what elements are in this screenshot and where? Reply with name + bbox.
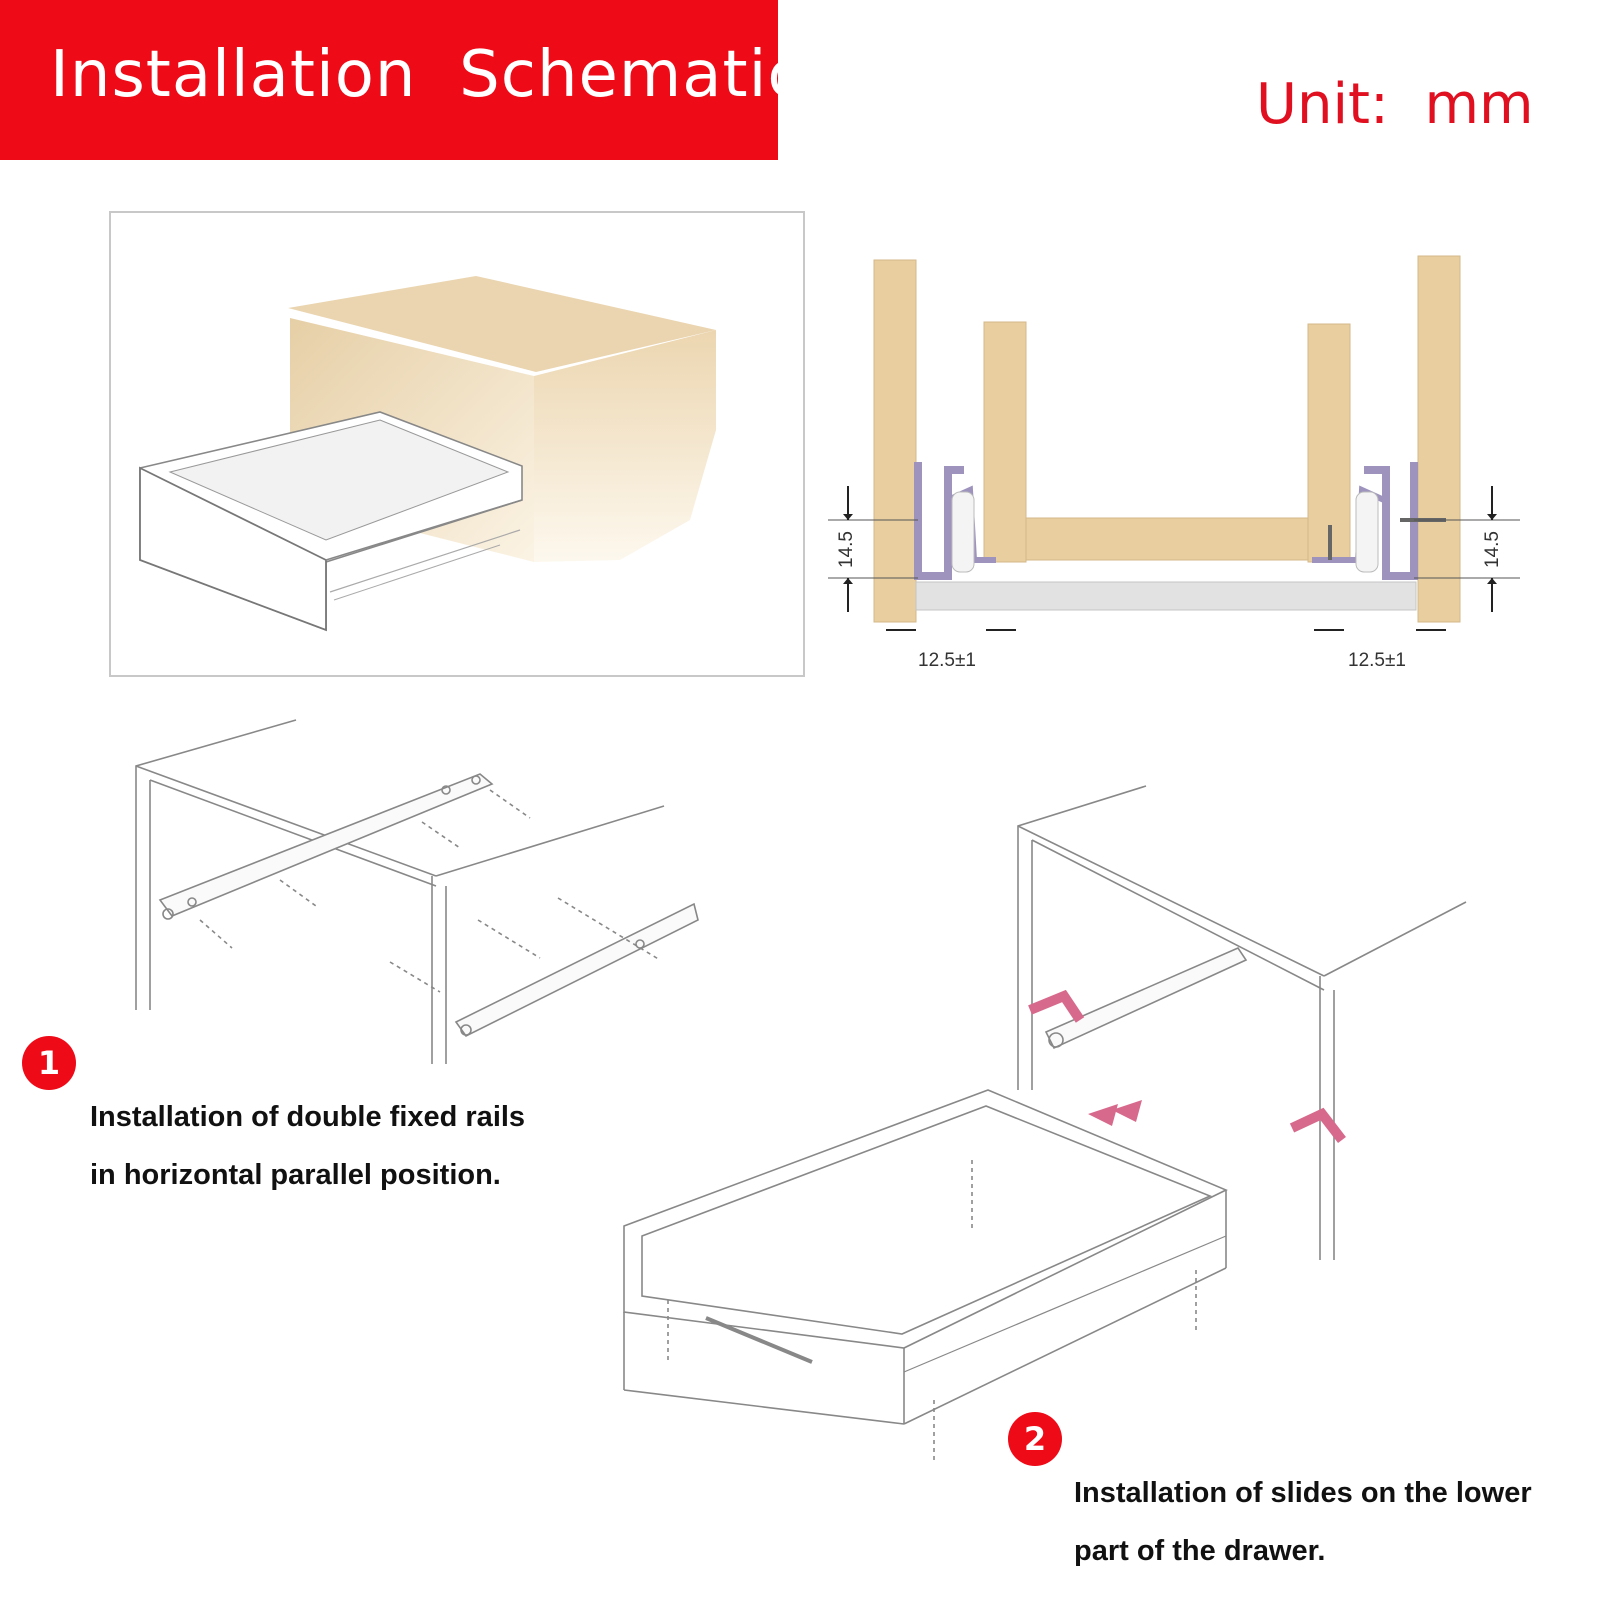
cabinet-drawer-illustration xyxy=(109,211,805,677)
step-1-line-2: in horizontal parallel position. xyxy=(90,1159,501,1191)
step-2-badge: 2 xyxy=(1008,1412,1062,1466)
unit-label: Unit: mm xyxy=(1256,72,1534,137)
step-1-badge: 1 xyxy=(22,1036,76,1090)
cabinet-rails-illustration xyxy=(135,719,699,1064)
page-title: Installation Schematic xyxy=(50,38,804,112)
dim-height-left: 14.5 xyxy=(836,531,857,568)
step-2-line-1: Installation of slides on the lower xyxy=(1074,1477,1532,1509)
header-banner: Installation Schematic xyxy=(0,0,803,160)
cross-section-diagram: 14.5 14.5 12.5±1 12.5±1 xyxy=(828,255,1520,671)
step-1-caption: Installation of double fixed rails in ho… xyxy=(90,1088,525,1204)
dim-gap-left: 12.5±1 xyxy=(918,650,976,671)
drawer-slides-illustration xyxy=(623,785,1467,1460)
step-1-line-1: Installation of double fixed rails xyxy=(90,1101,526,1133)
step-2-line-2: part of the drawer. xyxy=(1074,1535,1326,1567)
step-2-caption: Installation of slides on the lower part… xyxy=(1074,1464,1532,1580)
dim-height-right: 14.5 xyxy=(1482,531,1503,568)
dim-gap-right: 12.5±1 xyxy=(1348,650,1406,671)
